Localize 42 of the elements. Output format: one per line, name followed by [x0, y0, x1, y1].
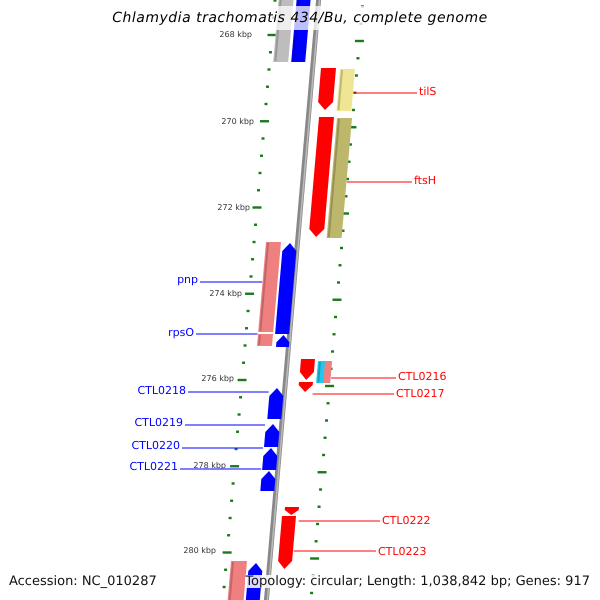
gene-block — [298, 382, 313, 392]
scale-label: 274 kbp — [209, 290, 242, 298]
gene-block — [260, 471, 276, 491]
gene-bar — [336, 69, 355, 111]
leader-line — [293, 550, 376, 552]
gene-block — [262, 448, 278, 470]
gene-label: ftsH — [414, 175, 436, 186]
leader-line — [352, 92, 418, 94]
gene-label: rpsO — [168, 327, 194, 338]
gene-label: CTL0219 — [134, 417, 183, 428]
footer-text: Accession: NC_010287 — [9, 575, 157, 588]
footer-text: Topology: circular; Length: 1,038,842 bp; Genes: 917 — [245, 575, 590, 588]
gene-label: CTL0221 — [129, 461, 178, 472]
scale-label: 270 kbp — [221, 118, 254, 126]
scale-label: 268 kbp — [219, 31, 252, 39]
gene-bar — [258, 242, 281, 332]
gene-label: CTL0216 — [398, 371, 447, 382]
title: Chlamydia trachomatis 434/Bu, complete genome — [111, 11, 489, 25]
gene-block — [318, 68, 336, 110]
leader-line — [180, 468, 262, 470]
gene-label: CTL0222 — [382, 515, 431, 526]
gene-block — [264, 424, 280, 447]
gene-bar — [227, 561, 247, 600]
gene-block — [300, 359, 315, 380]
scale-label: 272 kbp — [217, 204, 250, 212]
gene-bar — [316, 361, 332, 383]
scale-label: 278 kbp — [193, 462, 226, 470]
gene-block — [284, 507, 299, 515]
gene-label: CTL0218 — [137, 385, 186, 396]
gene-label: tilS — [419, 86, 436, 97]
gene-bar — [326, 118, 352, 238]
leader-line — [184, 424, 266, 426]
scale-label: 280 kbp — [183, 547, 216, 555]
gene-block — [267, 388, 284, 419]
scale-label: 276 kbp — [201, 375, 234, 383]
gene-block — [309, 117, 334, 237]
leader-line — [298, 520, 380, 522]
gene-bar — [257, 334, 273, 346]
gene-label: CTL0217 — [396, 388, 445, 399]
gene-label: CTL0220 — [131, 440, 180, 451]
gene-label: pnp — [177, 274, 198, 285]
gene-label: CTL0223 — [378, 546, 427, 557]
